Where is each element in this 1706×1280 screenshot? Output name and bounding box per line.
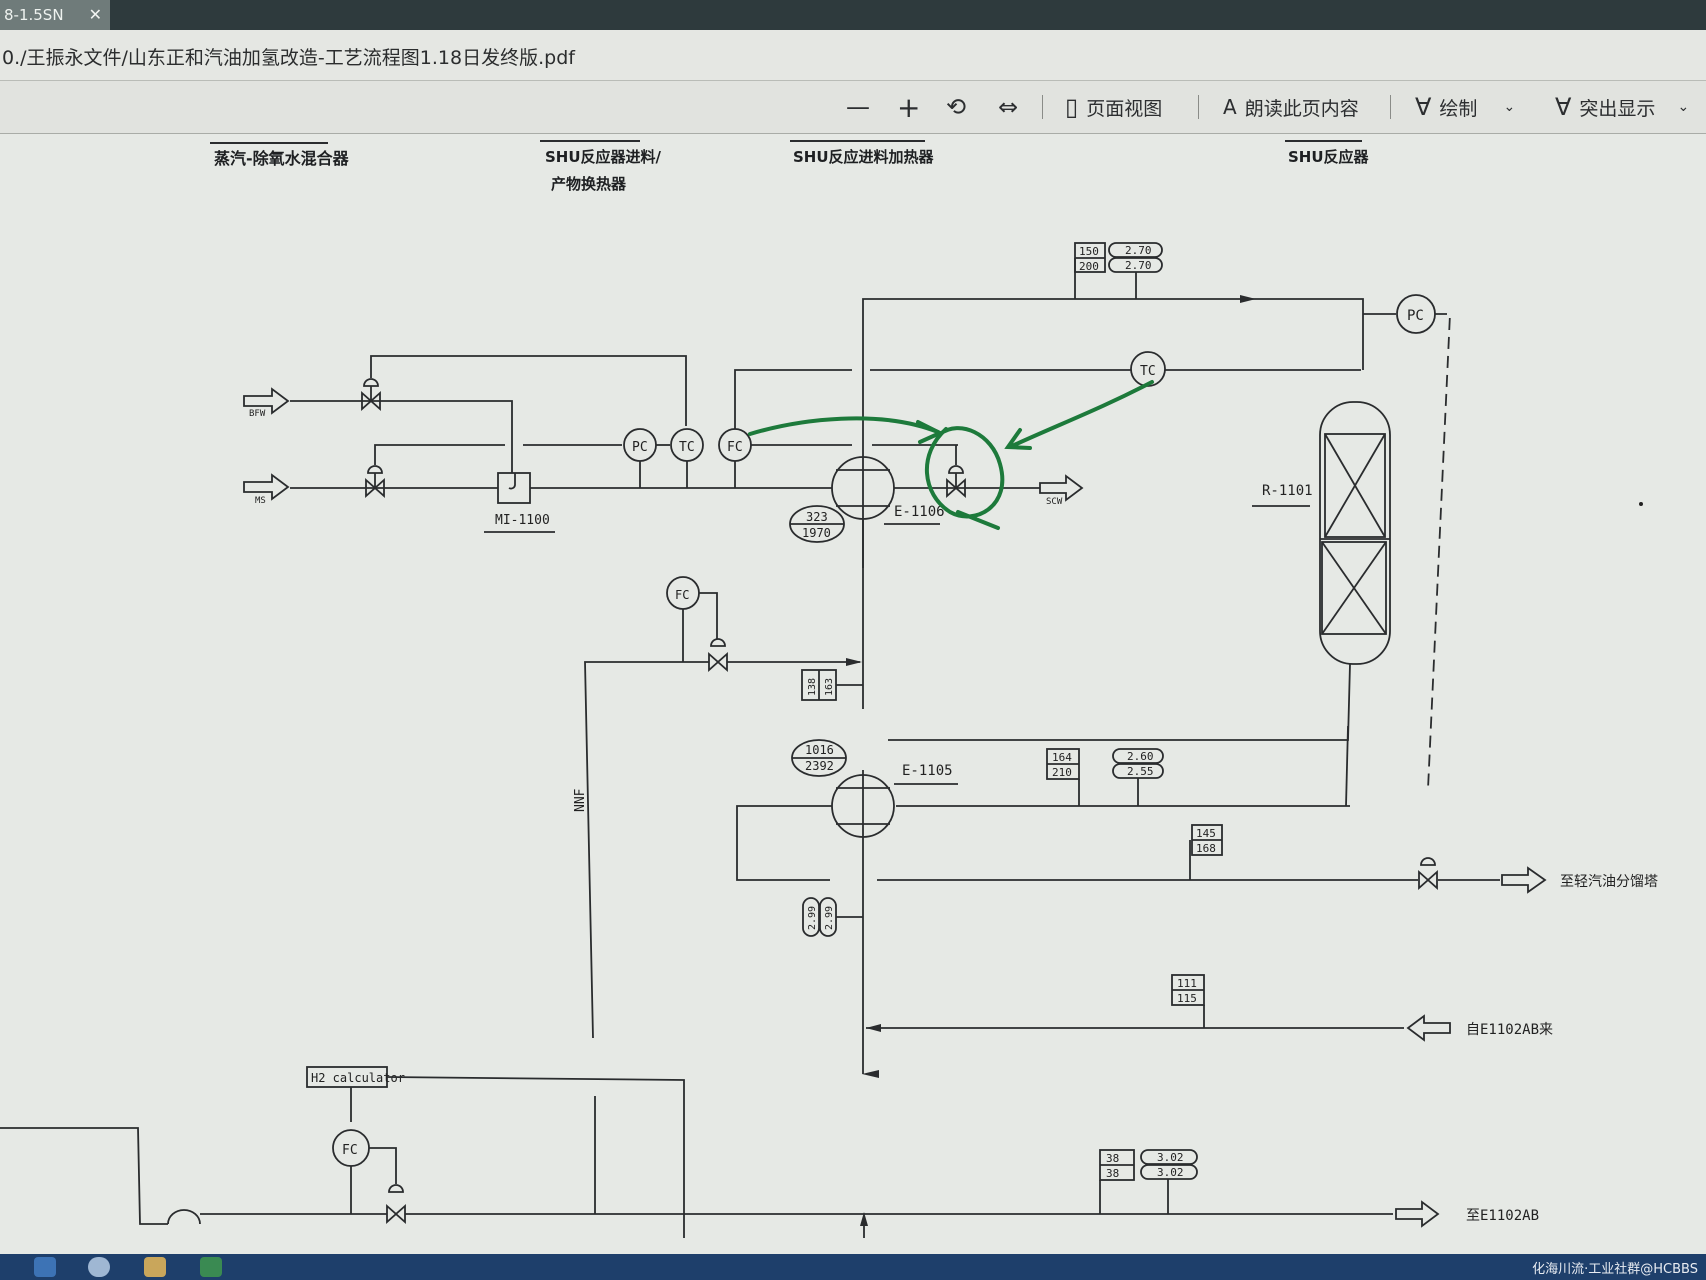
stream-scw: SCW <box>1046 497 1063 507</box>
highlight-label: 突出显示 <box>1579 97 1656 120</box>
process-flow-diagram: 蒸汽-除氧水混合器 SHU反应器进料/ 产物换热器 SHU反应进料加热器 SHU… <box>0 140 1658 1238</box>
header-feed-heater: SHU反应进料加热器 <box>793 148 935 166</box>
zoom-in-button[interactable]: + <box>897 81 920 133</box>
tab-label: 8-1.5SN <box>4 6 64 24</box>
toolbar-divider <box>1198 95 1199 119</box>
valve-scw <box>946 465 966 499</box>
instrument-fc3: FC <box>342 1143 358 1158</box>
draw-label: 绘制 <box>1439 97 1478 120</box>
pdf-toolbar: — + ⟲ ⇔ ▯ 页面视图 A 朗读此页内容 ∀ 绘制 ⌄ ∀ 突出显示 ⌄ <box>0 81 1706 134</box>
read-aloud-label: 朗读此页内容 <box>1244 97 1359 120</box>
valve-h2 <box>386 1184 406 1225</box>
tag-2-55: 2.55 <box>1127 765 1154 778</box>
instrument-pc2: PC <box>1407 308 1424 324</box>
address-bar[interactable]: 0./王振永文件/山东正和汽油加氢改造-工艺流程图1.18日发终版.pdf <box>0 30 1706 81</box>
header-reactor: SHU反应器 <box>1288 148 1370 166</box>
tag-168: 168 <box>1196 842 1216 855</box>
tag-2-99a: 2.99 <box>807 906 818 930</box>
label-h2-calculator: H2 calculator <box>311 1071 405 1085</box>
label-reactor: R-1101 <box>1262 483 1313 499</box>
folder-icon[interactable] <box>144 1257 166 1277</box>
rotate-icon: ⟲ <box>946 93 967 121</box>
tag-210: 210 <box>1052 766 1072 779</box>
watermark-text: 化海川流·工业社群@HCBBS <box>1532 1262 1698 1277</box>
tag-138: 138 <box>807 678 818 696</box>
zoom-out-button[interactable]: — <box>846 81 870 133</box>
draw-button[interactable]: ∀ 绘制 ⌄ <box>1415 81 1515 133</box>
chevron-down-icon[interactable]: ⌄ <box>1503 99 1516 115</box>
highlight-icon: ∀ <box>1555 93 1572 121</box>
tab-strip: 8-1.5SN ✕ <box>0 0 1706 30</box>
tag-115: 115 <box>1177 992 1197 1005</box>
page-view-button[interactable]: ▯ 页面视图 <box>1065 81 1162 133</box>
excel-icon[interactable] <box>200 1257 222 1277</box>
tag-323: 323 <box>806 510 828 524</box>
header-mixer: 蒸汽-除氧水混合器 <box>214 149 350 168</box>
instrument-fc2: FC <box>675 588 689 602</box>
pdf-page[interactable]: 蒸汽-除氧水混合器 SHU反应器进料/ 产物换热器 SHU反应进料加热器 SHU… <box>0 134 1706 1254</box>
tag-163: 163 <box>824 678 835 696</box>
stream-from-e1102ab: 自E1102AB来 <box>1466 1022 1553 1038</box>
label-e1106: E-1106 <box>894 504 945 520</box>
tag-38a: 38 <box>1106 1152 1119 1165</box>
tag-2-70a: 2.70 <box>1125 244 1152 257</box>
close-icon[interactable]: ✕ <box>88 5 102 24</box>
toolbar-divider <box>1390 95 1391 119</box>
read-aloud-icon: A <box>1223 95 1237 119</box>
fit-width-icon: ⇔ <box>998 93 1019 121</box>
valve-nnf <box>708 638 728 673</box>
instrument-fc1: FC <box>727 440 743 455</box>
windows-start-icon[interactable] <box>34 1257 56 1277</box>
pdf-tab[interactable]: 8-1.5SN ✕ <box>0 0 110 30</box>
tag-3-02a: 3.02 <box>1157 1151 1184 1164</box>
tag-200: 200 <box>1079 260 1099 273</box>
header-feed-exchanger-2: 产物换热器 <box>551 175 627 193</box>
fit-width-button[interactable]: ⇔ <box>998 81 1026 133</box>
valve-bfw <box>361 378 381 412</box>
chevron-down-icon[interactable]: ⌄ <box>1677 99 1690 115</box>
taskbar: 化海川流·工业社群@HCBBS <box>0 1254 1706 1280</box>
stream-to-e1102ab: 至E1102AB <box>1466 1208 1539 1224</box>
tag-1970: 1970 <box>802 526 831 540</box>
file-path: 0./王振永文件/山东正和汽油加氢改造-工艺流程图1.18日发终版.pdf <box>2 47 575 69</box>
valve-product <box>1418 857 1438 891</box>
browser-icon[interactable] <box>88 1257 110 1277</box>
tag-3-02b: 3.02 <box>1157 1166 1184 1179</box>
draw-icon: ∀ <box>1415 93 1432 121</box>
instrument-pc1: PC <box>632 440 648 455</box>
tag-38b: 38 <box>1106 1167 1119 1180</box>
valve-ms <box>365 465 385 499</box>
read-aloud-button[interactable]: A 朗读此页内容 <box>1223 81 1359 133</box>
instrument-tc1: TC <box>679 440 695 455</box>
rotate-button[interactable]: ⟲ <box>946 81 974 133</box>
stream-ms: MS <box>255 496 266 506</box>
tag-2-60: 2.60 <box>1127 750 1154 763</box>
page-view-icon: ▯ <box>1065 93 1079 121</box>
plus-icon: + <box>897 90 921 124</box>
stream-bfw: BFW <box>249 409 266 419</box>
tag-1016: 1016 <box>805 743 834 757</box>
tag-2392: 2392 <box>805 759 834 773</box>
tag-150: 150 <box>1079 245 1099 258</box>
stream-to-light-gasoline: 至轻汽油分馏塔 <box>1560 874 1658 890</box>
minus-icon: — <box>846 93 870 121</box>
instrument-tc2: TC <box>1140 364 1156 379</box>
tag-111: 111 <box>1177 977 1197 990</box>
tag-2-70b: 2.70 <box>1125 259 1152 272</box>
tag-145: 145 <box>1196 827 1216 840</box>
toolbar-divider <box>1042 95 1043 119</box>
stream-nnf: NNF <box>573 788 588 812</box>
tag-2-99b: 2.99 <box>824 906 835 930</box>
markup-annotation <box>748 380 1154 530</box>
label-mixer: MI-1100 <box>495 513 550 528</box>
highlight-button[interactable]: ∀ 突出显示 ⌄ <box>1555 81 1689 133</box>
label-e1105: E-1105 <box>902 763 953 779</box>
page-view-label: 页面视图 <box>1086 97 1163 120</box>
header-feed-exchanger-1: SHU反应器进料/ <box>545 148 662 166</box>
tag-164: 164 <box>1052 751 1072 764</box>
